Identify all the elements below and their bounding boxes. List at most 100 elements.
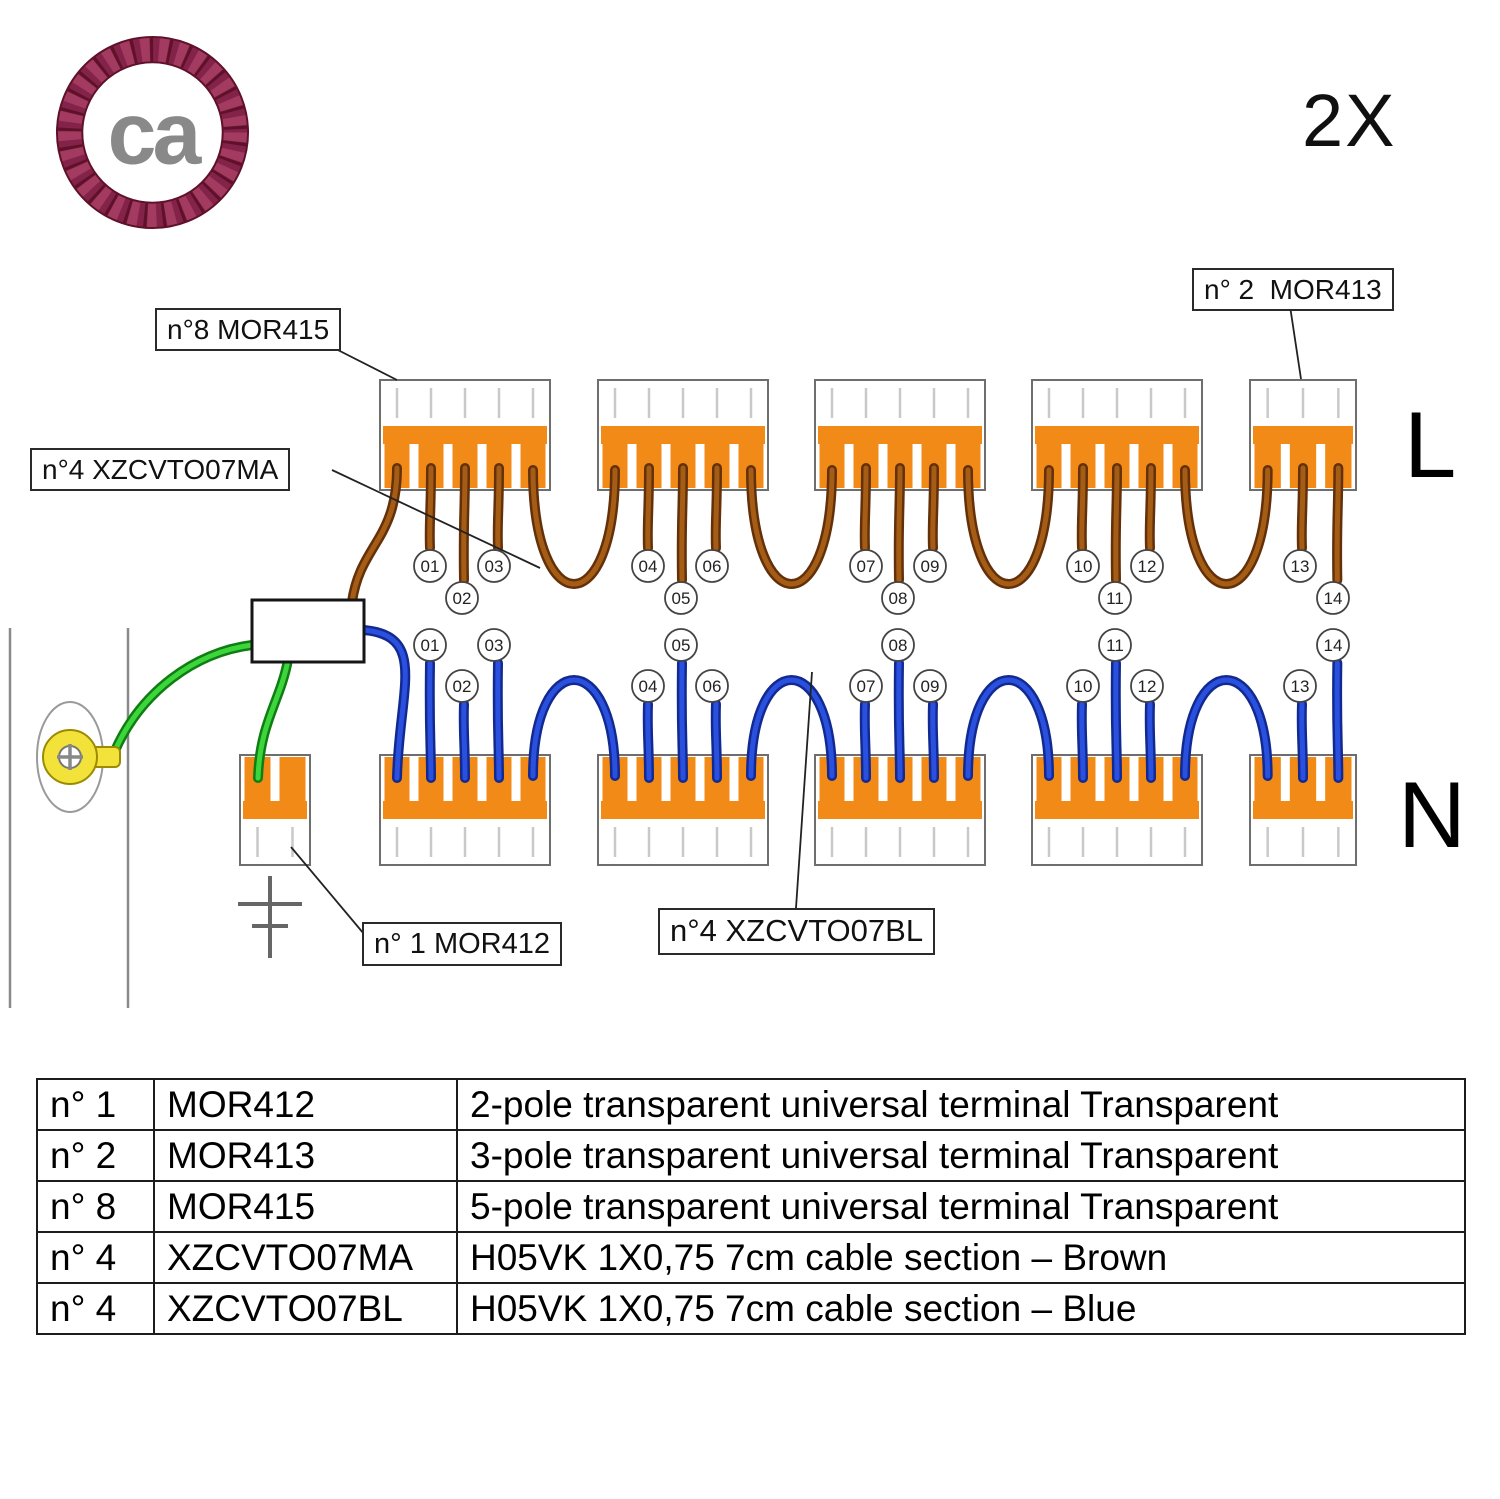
wire-number-badge: 10 [1066,549,1100,583]
svg-text:11: 11 [1106,636,1124,655]
svg-text:05: 05 [672,589,691,608]
leader-xzcvto07bl [795,671,813,909]
wire [109,640,257,758]
svg-text:02: 02 [453,589,472,608]
wire-number-badge: 02 [445,669,479,703]
terminal-block [379,754,551,866]
svg-text:14: 14 [1324,589,1343,608]
svg-text:06: 06 [703,557,722,576]
logo-rope-shadows [57,37,248,228]
svg-text:02: 02 [453,677,472,696]
part-code: MOR413 [153,1129,458,1182]
svg-text:09: 09 [921,677,940,696]
wire-number-badge: 02 [445,581,479,615]
part-qty: n° 1 [36,1078,155,1131]
part-code: XZCVTO07BL [153,1282,458,1335]
callout-leader-lines [290,305,1302,935]
logo-rope-strands [57,37,248,228]
svg-text:08: 08 [889,636,908,655]
svg-text:05: 05 [672,636,691,655]
wire-number-badge: 14 [1316,581,1350,615]
earth-ring-terminal [42,729,121,785]
terminal-block [814,379,986,491]
part-desc: 5-pole transparent universal terminal Tr… [456,1180,1466,1233]
wire-number-badge: 01 [413,549,447,583]
part-qty: n° 2 [36,1129,155,1182]
wire-number-badge: 07 [849,549,883,583]
table-row: n° 4 XZCVTO07BL H05VK 1X0,75 7cm cable s… [36,1282,1466,1335]
wire-number-badge: 09 [913,549,947,583]
part-qty: n° 8 [36,1180,155,1233]
wire-number-badge: 05 [664,628,698,662]
logo-inner-edge [81,61,224,204]
wire-number-badge: 12 [1130,669,1164,703]
svg-text:03: 03 [485,557,504,576]
callout-xzcvto07bl: n°4 XZCVTO07BL [658,908,936,955]
part-qty: n° 4 [36,1282,155,1335]
svg-text:12: 12 [1138,557,1157,576]
brand-logo: ca [55,35,250,230]
svg-text:09: 09 [921,557,940,576]
svg-text:01: 01 [421,557,440,576]
wire-number-badges: 01 02 03 04 05 06 07 08 09 10 11 12 13 14 01 02 03 04 05 06… [413,549,1350,703]
leader-mor412 [290,846,365,935]
svg-text:04: 04 [639,557,658,576]
logo-outer-edge [55,35,250,230]
wire-number-badge: 08 [881,581,915,615]
wire-number-badge: 03 [477,549,511,583]
table-row: n° 2 MOR413 3-pole transparent universal… [36,1129,1466,1182]
part-qty: n° 4 [36,1231,155,1284]
neutral-bus-label: N [1398,762,1466,867]
wire-number-badge: 12 [1130,549,1164,583]
svg-text:07: 07 [857,677,876,696]
wire-number-badge: 04 [631,669,665,703]
leader-mor413 [1289,305,1302,380]
svg-text:01: 01 [421,636,440,655]
svg-text:13: 13 [1291,677,1310,696]
callout-mor415: n°8 MOR415 [155,308,342,351]
part-code: MOR415 [153,1180,458,1233]
svg-text:12: 12 [1138,677,1157,696]
wire-number-badge: 01 [413,628,447,662]
part-desc: H05VK 1X0,75 7cm cable section – Brown [456,1231,1466,1284]
line-bus-label: L [1404,392,1457,497]
part-code: XZCVTO07MA [153,1231,458,1284]
table-row: n° 1 MOR412 2-pole transparent universal… [36,1078,1466,1131]
logo-text: ca [108,85,203,183]
wire-number-badge: 13 [1283,669,1317,703]
wire-number-badge: 09 [913,669,947,703]
wire-number-badge: 07 [849,669,883,703]
table-row: n° 8 MOR415 5-pole transparent universal… [36,1180,1466,1233]
callout-mor412: n° 1 MOR412 [362,922,563,967]
terminal-block [1031,754,1203,866]
table-row: n° 4 XZCVTO07MA H05VK 1X0,75 7cm cable s… [36,1231,1466,1284]
cable-entry-box [250,598,366,664]
wire-number-badge: 04 [631,549,665,583]
wire-number-badge: 11 [1098,581,1132,615]
wiring-diagram: 01 02 03 04 05 06 07 08 09 10 11 12 13 14 01 02 03 04 05 06… [8,305,1357,1008]
quantity-indicator: 2X [1302,79,1397,162]
wire-number-badge: 05 [664,581,698,615]
part-code: MOR412 [153,1078,458,1131]
wire-number-badge: 14 [1316,628,1350,662]
wire-number-badge: 08 [881,628,915,662]
svg-text:13: 13 [1291,557,1310,576]
svg-text:14: 14 [1324,636,1343,655]
parts-table: n° 1 MOR412 2-pole transparent universal… [36,1078,1466,1335]
diagram-overlays [42,305,1302,958]
svg-text:10: 10 [1074,557,1093,576]
svg-text:08: 08 [889,589,908,608]
wall-structure [8,628,130,1008]
callout-mor413: n° 2 MOR413 [1192,268,1394,311]
callout-xzcvto07ma: n°4 XZCVTO07MA [30,448,291,491]
wires [109,463,1344,783]
svg-text:06: 06 [703,677,722,696]
svg-text:10: 10 [1074,677,1093,696]
leader-mor415 [329,345,398,381]
terminal-block [1031,379,1203,491]
svg-text:04: 04 [639,677,658,696]
wire-number-badge: 13 [1283,549,1317,583]
svg-text:03: 03 [485,636,504,655]
part-desc: H05VK 1X0,75 7cm cable section – Blue [456,1282,1466,1335]
svg-text:07: 07 [857,557,876,576]
